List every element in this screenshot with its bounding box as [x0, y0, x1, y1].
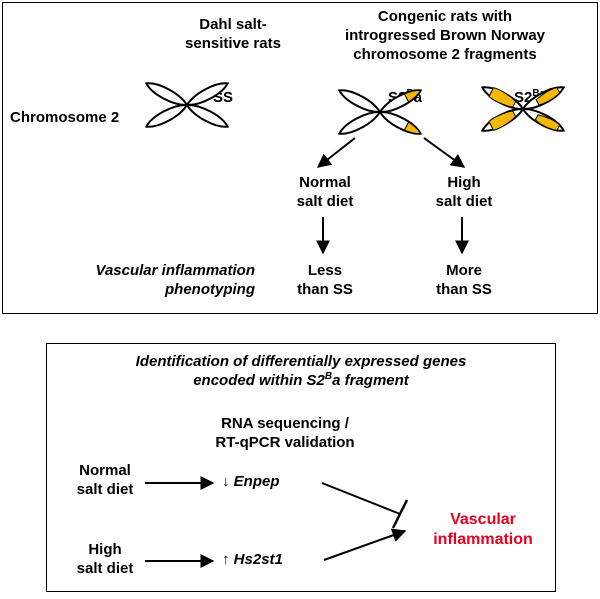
arrow-hs2st1-to-inflammation	[323, 528, 407, 561]
method-label: RNA sequencing / RT-qPCR validation	[215, 415, 355, 451]
arrow-to-high-diet	[423, 137, 466, 168]
inhibition-bar	[391, 499, 409, 529]
high-diet-label: High salt diet	[435, 174, 493, 210]
chromosome-s2bb-icon	[480, 86, 566, 132]
bottom-title: Identification of differentially express…	[135, 353, 467, 389]
chromosome-s2ba-icon	[337, 89, 423, 135]
chromosome-ss-icon	[144, 82, 230, 128]
gene-hs2st1: ↑ Hs2st1	[222, 551, 283, 568]
congenic-header: Congenic rats with introgressed Brown No…	[344, 8, 546, 63]
ss-header: Dahl salt- sensitive rats	[185, 16, 281, 52]
down-arrow-icon: ↓	[222, 473, 230, 490]
inhibition-line-enpep	[321, 482, 401, 515]
vascular-inflammation-outcome: Vascular inflammation	[433, 511, 533, 548]
chromosome-row-label: Chromosome 2	[10, 109, 120, 126]
result-high-label: More than SS	[436, 262, 492, 298]
bottom-normal-diet-label: Normal salt diet	[76, 462, 134, 498]
normal-diet-label: Normal salt diet	[296, 174, 354, 210]
top-panel	[2, 2, 598, 314]
arrow-to-normal-diet	[316, 137, 356, 168]
bottom-panel	[46, 343, 556, 592]
bottom-high-diet-label: High salt diet	[76, 541, 134, 577]
up-arrow-icon: ↑	[222, 551, 230, 568]
result-normal-label: Less than SS	[297, 262, 353, 298]
phenotyping-label: Vascular inflammation phenotyping	[95, 262, 256, 298]
gene-enpep: ↓ Enpep	[222, 473, 280, 490]
